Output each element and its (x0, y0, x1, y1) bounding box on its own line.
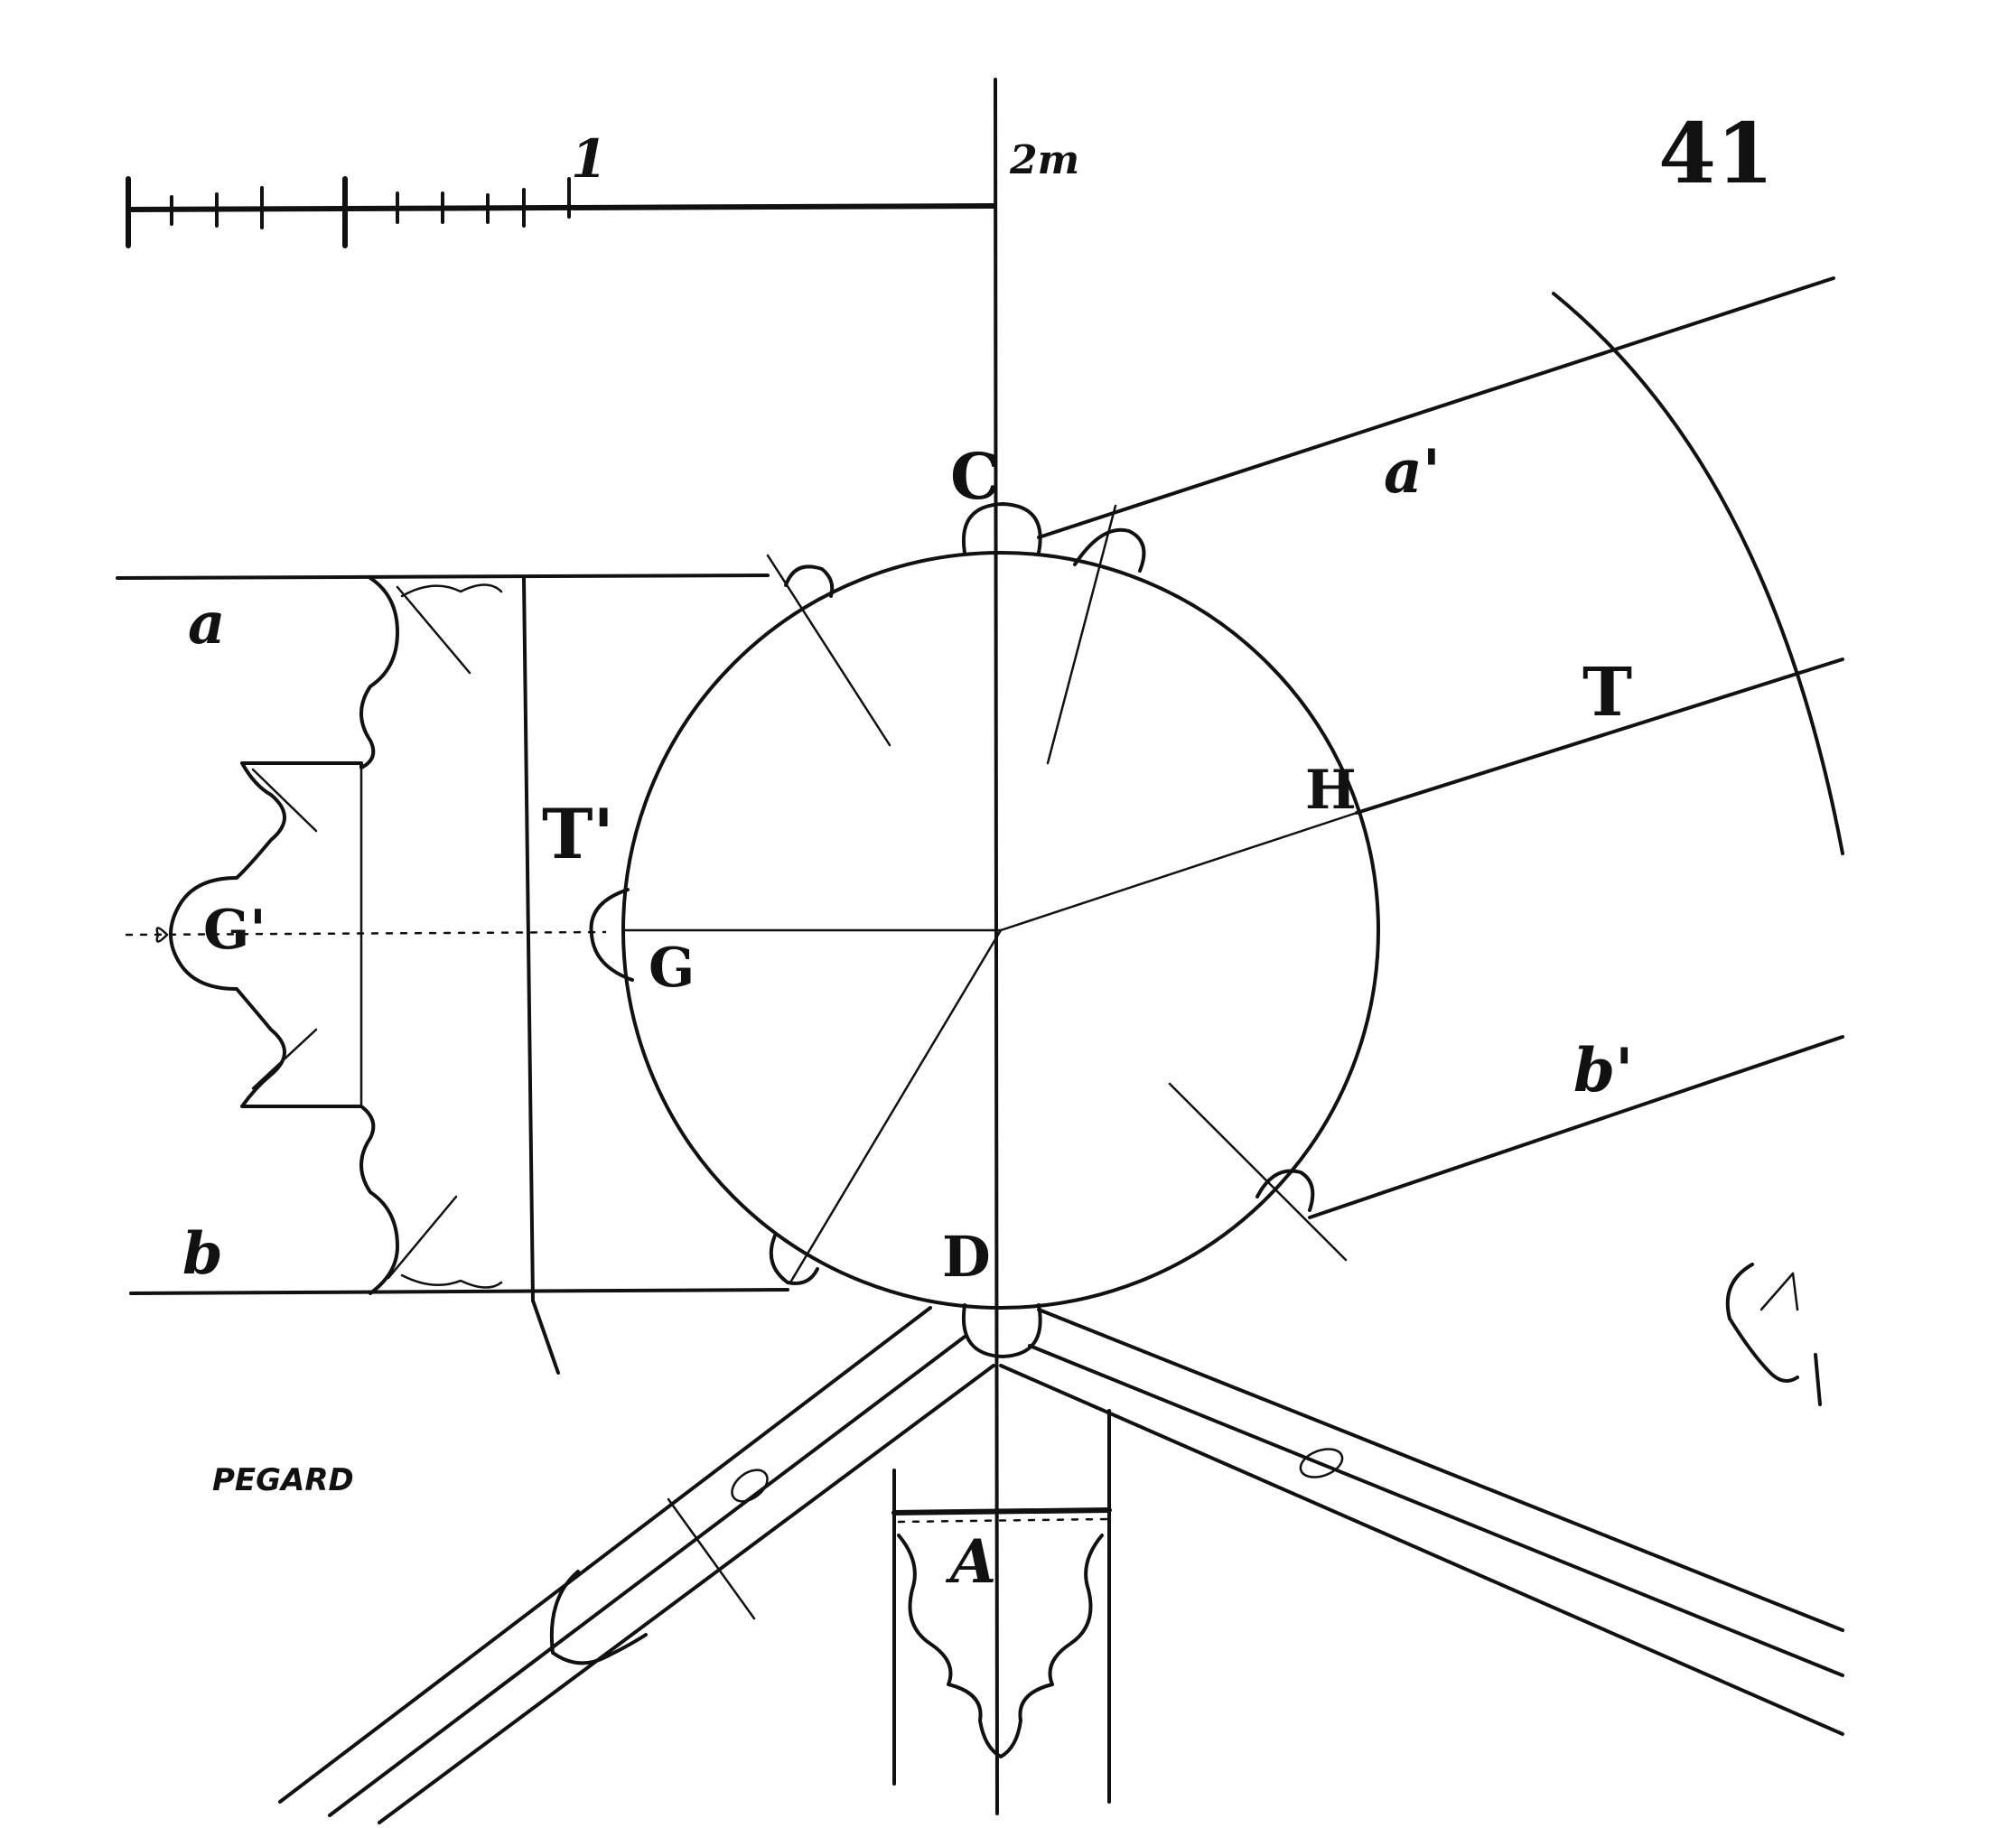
molding-a (784, 564, 835, 598)
scale-label-1: 1 (571, 128, 607, 190)
vertical-axis (994, 78, 999, 1815)
T-prime-line (522, 576, 535, 1302)
molding-G (589, 888, 634, 982)
profile-hatch (251, 1028, 318, 1090)
molding-C (961, 502, 1042, 555)
lower-left-rib-mid (328, 1335, 966, 1817)
cut-mark-lower-right (1168, 1082, 1348, 1262)
rib-a-top-line (116, 574, 770, 580)
profile-top-detail (400, 583, 503, 598)
rib-profile-left (549, 1570, 648, 1665)
fragment-right (1725, 1263, 1799, 1383)
rib-hole-left (731, 1469, 769, 1503)
rib-T-line (1355, 658, 1844, 815)
label-H: H (1305, 759, 1357, 822)
fragment-right-stroke (1814, 1353, 1822, 1406)
section-A-hatch (897, 1517, 1108, 1524)
lower-right-rib-inner (999, 1364, 1844, 1736)
label-G-prime: G' (203, 899, 266, 962)
cut-mark-upper-right (1046, 504, 1117, 765)
label-b-prime: b' (1573, 1035, 1633, 1105)
rib-b-bottom-line (129, 1288, 789, 1295)
label-C: C (950, 439, 1001, 514)
lower-right-rib-mid (1028, 1344, 1844, 1677)
label-a-prime: a' (1384, 436, 1441, 507)
section-A-top (891, 1507, 1112, 1516)
label-G: G (649, 937, 695, 1000)
lower-left-rib-outer (278, 1306, 932, 1804)
scale-baseline (126, 203, 996, 212)
fragment-right-detail (1759, 1272, 1799, 1311)
figure-number: 41 (1658, 105, 1774, 202)
pendant-A-profile (897, 1534, 1104, 1758)
outer-arc (1552, 292, 1844, 855)
rib-a-prime-line (1037, 276, 1835, 539)
lower-left-rib-inner (378, 1364, 995, 1824)
radius-to-H (999, 811, 1358, 932)
label-a: a (188, 590, 225, 658)
horizontal-axis-left (125, 930, 607, 937)
T-prime-extension (531, 1299, 560, 1375)
label-T: T (1582, 654, 1632, 732)
molding-b (769, 1234, 819, 1285)
lower-right-rib-outer (1037, 1308, 1844, 1632)
radius-lower-left (789, 928, 1003, 1284)
profile-tip (155, 927, 169, 943)
label-D: D (942, 1224, 991, 1290)
rib-cut-left (667, 1497, 756, 1620)
molding-D (961, 1303, 1042, 1358)
profile-hatch (251, 768, 318, 833)
left-profile (169, 576, 399, 1295)
scale-label-2m: 2m (1009, 137, 1079, 183)
label-T-prime: T' (542, 794, 614, 874)
label-b: b (182, 1220, 223, 1288)
profile-bottom-detail (400, 1273, 503, 1289)
rib-b-prime-line (1308, 1035, 1844, 1219)
scale-bar: 1 2m (126, 128, 1079, 248)
profile-hatch (387, 1195, 458, 1280)
rib-hole-right (1299, 1448, 1344, 1478)
molding-b-prime (1255, 1169, 1315, 1212)
profile-hatch (396, 585, 471, 675)
label-A: A (945, 1526, 996, 1597)
cut-mark-upper-left (766, 554, 891, 747)
molding-a-prime (1073, 527, 1146, 573)
signature: PEGARD (212, 1462, 354, 1498)
